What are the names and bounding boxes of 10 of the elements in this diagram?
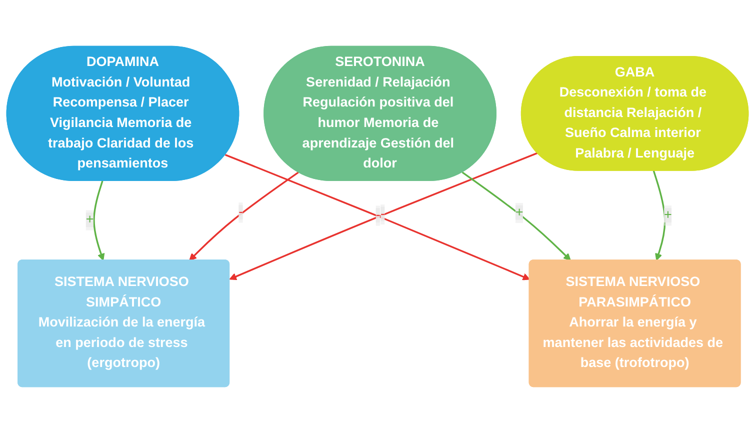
edge-label: - bbox=[376, 208, 380, 222]
arrow bbox=[652, 170, 666, 261]
edge-label: + bbox=[515, 205, 524, 220]
edge-label: - bbox=[380, 206, 386, 222]
arrow bbox=[189, 172, 299, 261]
edge-label: + bbox=[664, 208, 672, 222]
edge-label: + bbox=[86, 212, 94, 228]
arrow bbox=[93, 180, 105, 261]
edge-label: - bbox=[238, 205, 244, 220]
arrow bbox=[462, 172, 571, 261]
